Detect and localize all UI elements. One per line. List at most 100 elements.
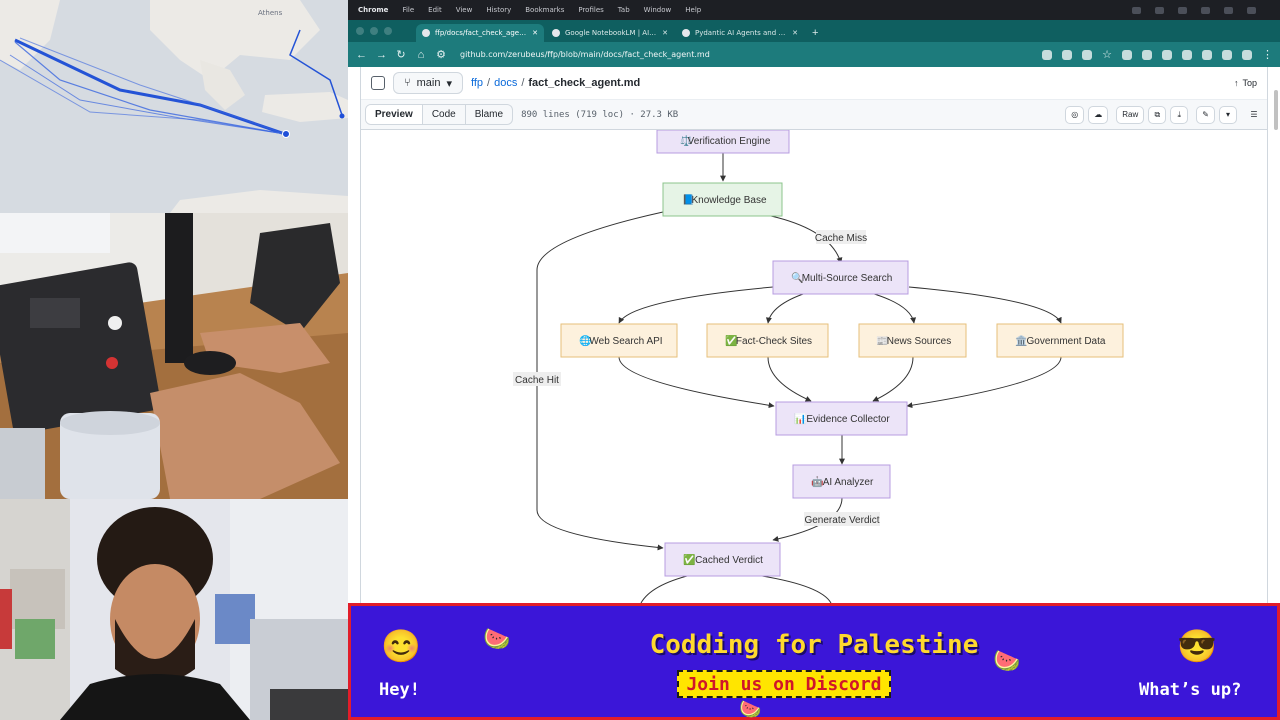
- edge-gov-to-evidence: [906, 356, 1062, 409]
- close-tab-icon[interactable]: ✕: [792, 29, 798, 37]
- extension-icon[interactable]: [1042, 49, 1052, 60]
- extensions-puzzle-icon[interactable]: [1222, 49, 1232, 60]
- edge-label-cache-hit: Cache Hit: [515, 375, 559, 386]
- sidebar-toggle-icon[interactable]: [371, 76, 385, 90]
- tab-pydantic-ai[interactable]: Pydantic AI Agents and Integ ✕: [676, 24, 804, 42]
- extension-icon[interactable]: [1122, 49, 1132, 60]
- new-tab-plus-icon[interactable]: +: [812, 27, 819, 39]
- extension-icon[interactable]: [1182, 49, 1192, 60]
- node-knowledge-base[interactable]: 📘 Knowledge Base: [662, 182, 783, 217]
- menubar-item-edit[interactable]: Edit: [428, 6, 442, 14]
- download-icon[interactable]: ⤓: [1170, 105, 1189, 124]
- minimize-window-icon[interactable]: [370, 27, 378, 35]
- tab-code[interactable]: Code: [423, 105, 466, 124]
- menubar-item-profiles[interactable]: Profiles: [578, 6, 604, 14]
- node-multi-source-search[interactable]: 🔍 Multi-Source Search: [772, 260, 909, 295]
- route-map: Athens: [0, 0, 348, 213]
- menubar-app-name[interactable]: Chrome: [358, 6, 389, 14]
- banner-title: Codding for Palestine: [649, 630, 979, 660]
- extension-icon[interactable]: [1142, 49, 1152, 60]
- edit-pencil-icon[interactable]: ✎: [1196, 105, 1215, 124]
- reload-icon[interactable]: ↻: [396, 49, 406, 61]
- node-label: Cached Verdict: [695, 555, 763, 566]
- wifi-icon[interactable]: [1224, 6, 1233, 14]
- translate-icon[interactable]: [1062, 49, 1072, 60]
- file-view-toolbar: Preview Code Blame 890 lines (719 loc) ·…: [361, 100, 1267, 130]
- facecam-image: [0, 499, 348, 720]
- node-label: Fact-Check Sites: [736, 336, 812, 347]
- github-file-view: ⑂ main ▾ ffp / docs / fact_check_agent.m…: [360, 67, 1268, 603]
- outline-list-icon[interactable]: ☰: [1250, 110, 1258, 119]
- edge-news-to-evidence: [872, 356, 914, 402]
- close-window-icon[interactable]: [356, 27, 364, 35]
- check-box-icon: ✅: [683, 553, 695, 566]
- node-ai-analyzer[interactable]: 🤖 AI Analyzer: [792, 464, 891, 499]
- site-info-icon[interactable]: ⚙: [436, 49, 446, 61]
- zoom-icon[interactable]: [1082, 49, 1092, 60]
- edge-knowledge-to-cached: [536, 211, 664, 551]
- menubar-item-help[interactable]: Help: [685, 6, 702, 14]
- close-tab-icon[interactable]: ✕: [532, 29, 538, 37]
- edge-cached-out-right: [755, 574, 832, 603]
- home-icon[interactable]: ⌂: [417, 48, 425, 61]
- tab-preview[interactable]: Preview: [366, 105, 423, 124]
- bar-chart-icon: 📊: [794, 412, 806, 425]
- status-icon[interactable]: [1201, 6, 1210, 14]
- menubar-item-file[interactable]: File: [402, 6, 415, 14]
- node-web-search-api[interactable]: 🌐 Web Search API: [560, 323, 678, 358]
- menubar-item-bookmarks[interactable]: Bookmarks: [525, 6, 565, 14]
- status-icon[interactable]: [1132, 6, 1141, 14]
- sunglasses-face-icon: 😎: [1177, 628, 1217, 664]
- tab-notebooklm[interactable]: Google NotebookLM | AI Rese ✕: [546, 24, 674, 42]
- git-branch-icon: ⑂: [404, 77, 411, 89]
- profile-avatar-icon[interactable]: [1242, 49, 1252, 60]
- breadcrumb-docs-link[interactable]: docs: [494, 77, 518, 89]
- node-fact-check-sites[interactable]: ✅ Fact-Check Sites: [706, 323, 829, 358]
- codespace-icon[interactable]: ☁: [1088, 105, 1109, 124]
- back-to-top-button[interactable]: ↑ Top: [1234, 78, 1257, 88]
- edge-label-cache-miss: Cache Miss: [815, 233, 867, 244]
- forward-arrow-icon[interactable]: →: [376, 48, 387, 61]
- node-label: Government Data: [1027, 336, 1106, 347]
- edge-search-to-web: [618, 286, 774, 324]
- menubar-item-view[interactable]: View: [455, 6, 473, 14]
- map-label-athens: Athens: [258, 9, 283, 17]
- desk-camera-image: [0, 213, 348, 499]
- node-news-sources[interactable]: 📰 News Sources: [858, 323, 967, 358]
- edge-label-generate-verdict: Generate Verdict: [804, 515, 879, 526]
- back-to-top-label: Top: [1242, 78, 1257, 88]
- tab-fact-check-agent[interactable]: ffp/docs/fact_check_agent.m ✕: [416, 24, 544, 42]
- back-arrow-icon[interactable]: ←: [356, 48, 367, 61]
- kebab-menu-icon[interactable]: ⋮: [1262, 49, 1273, 61]
- tab-blame[interactable]: Blame: [474, 109, 504, 120]
- bookmark-star-icon[interactable]: ☆: [1102, 49, 1112, 61]
- url-field[interactable]: github.com/zerubeus/ffp/blob/main/docs/f…: [460, 50, 710, 59]
- node-evidence-collector[interactable]: 📊 Evidence Collector: [775, 401, 908, 436]
- status-icon[interactable]: [1178, 6, 1187, 14]
- chevron-down-icon[interactable]: ▾: [1219, 105, 1237, 124]
- menubar-item-tab[interactable]: Tab: [617, 6, 630, 14]
- desk-camera-feed: [0, 213, 348, 499]
- extension-icon[interactable]: [1202, 49, 1212, 60]
- node-label: Web Search API: [589, 336, 662, 347]
- copy-icon[interactable]: ⧉: [1148, 105, 1167, 124]
- menubar-item-history[interactable]: History: [486, 6, 512, 14]
- menubar-item-window[interactable]: Window: [643, 6, 672, 14]
- node-government-data[interactable]: 🏛️ Government Data: [996, 323, 1124, 358]
- battery-icon[interactable]: [1247, 6, 1256, 14]
- status-icon[interactable]: [1155, 6, 1164, 14]
- flowchart-edges: [536, 152, 1062, 603]
- extension-icon[interactable]: [1162, 49, 1172, 60]
- zoom-window-icon[interactable]: [384, 27, 392, 35]
- join-discord-button[interactable]: Join us on Discord: [677, 670, 891, 698]
- raw-button[interactable]: Raw: [1116, 105, 1145, 124]
- raw-actions: Raw ⧉ ⤓: [1116, 105, 1189, 124]
- node-label: Multi-Source Search: [802, 273, 893, 284]
- node-verification-engine[interactable]: ⚖️ Verification Engine: [656, 130, 790, 154]
- node-cached-verdict[interactable]: ✅ Cached Verdict: [664, 542, 781, 577]
- close-tab-icon[interactable]: ✕: [662, 29, 668, 37]
- breadcrumb-repo-link[interactable]: ffp: [470, 77, 484, 89]
- page-scrollbar[interactable]: [1274, 90, 1278, 130]
- copilot-icon[interactable]: ◎: [1065, 105, 1085, 124]
- branch-selector-button[interactable]: ⑂ main ▾: [393, 72, 463, 94]
